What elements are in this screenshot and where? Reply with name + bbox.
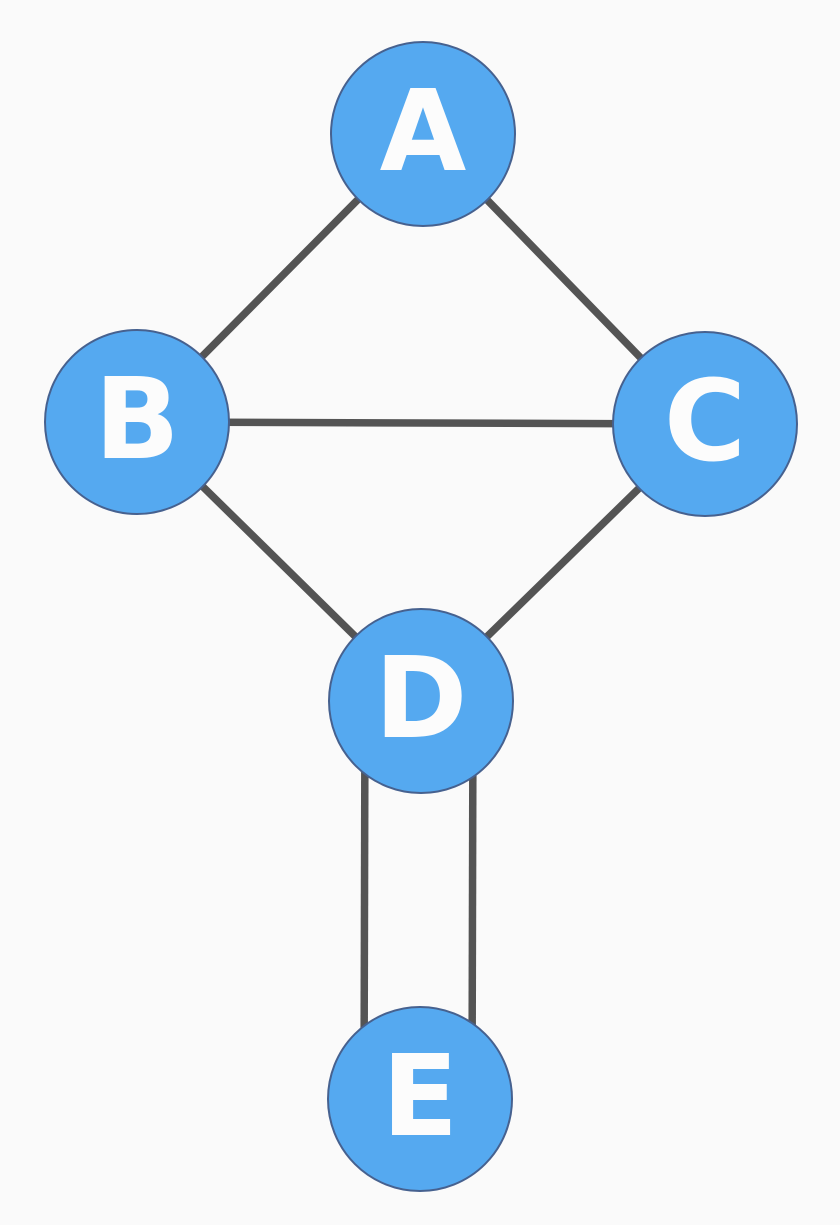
node-c-label: C [663, 357, 747, 487]
node-e[interactable]: E [327, 1006, 513, 1192]
node-a[interactable]: A [330, 41, 516, 227]
node-d[interactable]: D [328, 608, 514, 794]
node-a-label: A [379, 67, 467, 197]
node-b-label: B [94, 355, 180, 485]
node-d-label: D [374, 634, 468, 764]
node-b[interactable]: B [44, 329, 230, 515]
node-c[interactable]: C [612, 331, 798, 517]
edge-b-c [136, 418, 706, 428]
node-e-label: E [381, 1032, 459, 1162]
